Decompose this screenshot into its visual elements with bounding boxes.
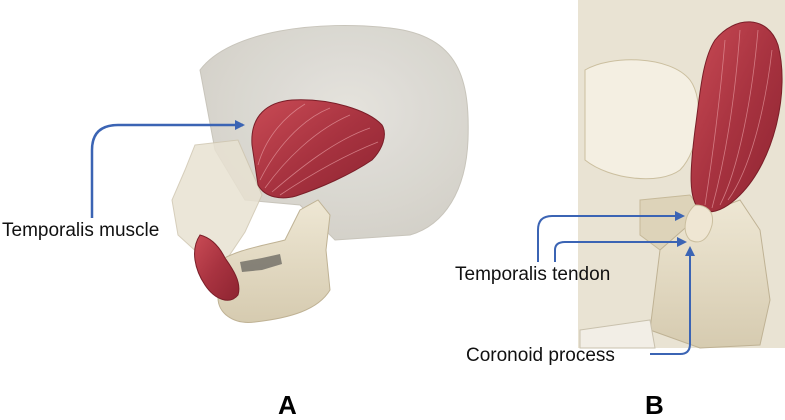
label-temporalis-muscle: Temporalis muscle bbox=[2, 220, 160, 241]
arrow-coronoid bbox=[650, 246, 695, 355]
temporalis-muscle-b bbox=[690, 21, 783, 213]
label-temporalis-tendon: Temporalis tendon bbox=[455, 264, 611, 285]
arrow-to-temporalis bbox=[90, 120, 245, 218]
panel-b-illustration bbox=[537, 0, 785, 355]
label-coronoid-process: Coronoid process bbox=[466, 345, 615, 366]
temporalis-tendon bbox=[684, 204, 714, 243]
masseter-fragment bbox=[194, 234, 240, 301]
teeth-row-b bbox=[579, 319, 656, 349]
panel-a-illustration bbox=[90, 24, 469, 323]
teeth bbox=[240, 254, 282, 272]
panel-letter-b: B bbox=[645, 390, 664, 420]
orbit bbox=[584, 59, 700, 180]
panel-letter-a: A bbox=[278, 390, 297, 420]
arrow-tendon-lower bbox=[554, 237, 687, 262]
temporalis-muscle-a bbox=[251, 99, 385, 199]
arrow-tendon-upper bbox=[537, 211, 685, 262]
